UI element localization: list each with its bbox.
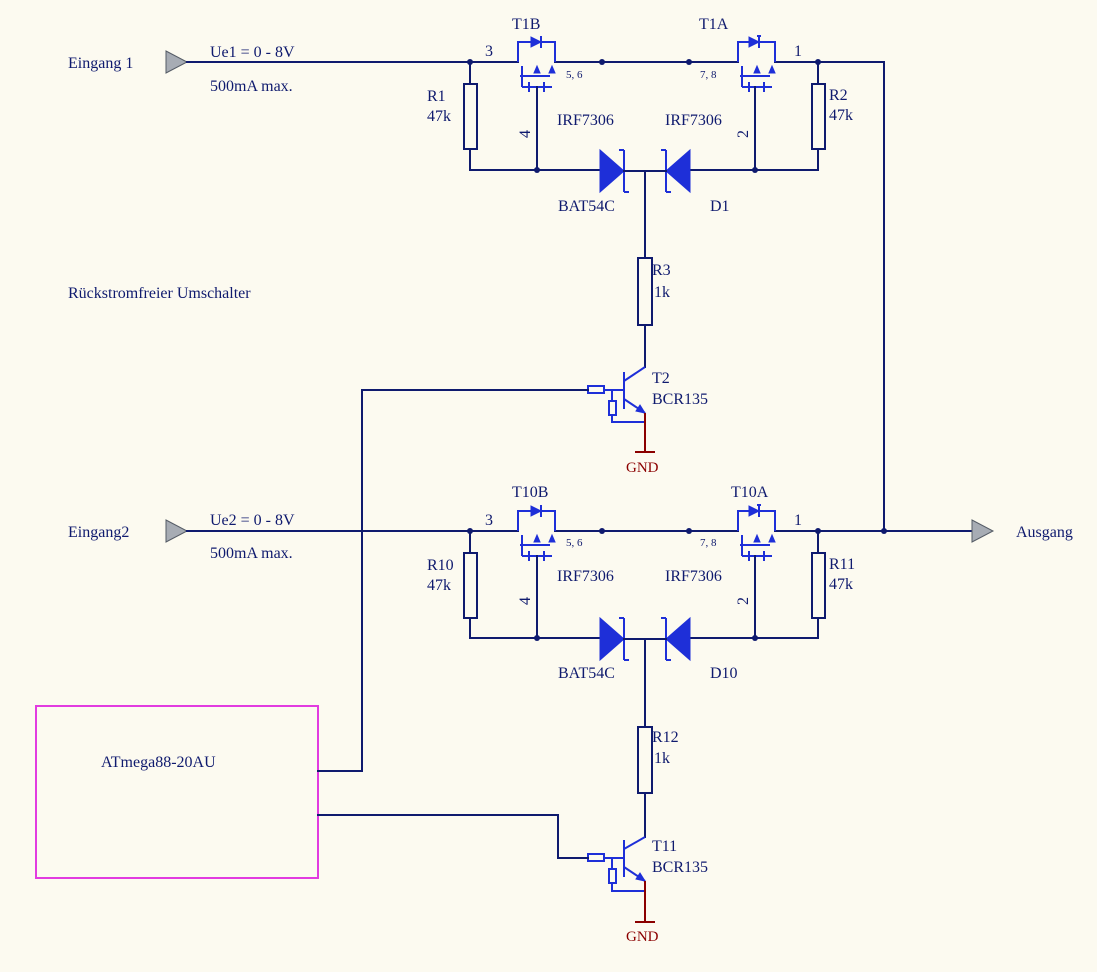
- pin-4-bottom: 4: [517, 597, 534, 605]
- bottom-switch-section: Eingang2 Ue2 = 0 - 8V 500mA max. Ausgang…: [68, 484, 1073, 945]
- mosfet-t10a: [737, 504, 776, 639]
- mcu-to-t2-wire: [317, 389, 589, 772]
- r1-wire: [469, 61, 601, 171]
- pin-78-bottom: 7, 8: [700, 537, 717, 549]
- output-bus-wire: [774, 61, 885, 532]
- gnd-label-top: GND: [626, 460, 659, 476]
- mosfet-t1a: [737, 35, 776, 171]
- t10b-part-label: IRF7306: [557, 568, 614, 585]
- r3-value: 1k: [654, 284, 670, 301]
- pin-3-top: 3: [485, 43, 493, 60]
- r2-label: R2: [829, 87, 848, 104]
- t10a-part-label: IRF7306: [665, 568, 722, 585]
- transistor-t11: [587, 836, 655, 923]
- d1-ref-label: D1: [710, 198, 730, 215]
- mosfet-t10b: [517, 505, 556, 639]
- r11-value: 47k: [829, 576, 853, 593]
- pin-56-top: 5, 6: [566, 69, 583, 81]
- t1b-part-label: IRF7306: [557, 112, 614, 129]
- circuit-title: Rückstromfreier Umschalter: [68, 285, 251, 302]
- r1-label: R1: [427, 88, 446, 105]
- pin-1-bottom: 1: [794, 512, 802, 529]
- r10-wire: [469, 530, 601, 639]
- gnd-label-bottom: GND: [626, 929, 659, 945]
- d10-part-label: BAT54C: [558, 665, 615, 682]
- d1-part-label: BAT54C: [558, 198, 615, 215]
- mcu-label: ATmega88-20AU: [101, 754, 216, 771]
- mosfet-t1b: [517, 36, 556, 171]
- r11-wire: [689, 530, 819, 639]
- t1a-part-label: IRF7306: [665, 112, 722, 129]
- input-port-2-label: Eingang2: [68, 524, 129, 541]
- resistor-r11: [811, 552, 826, 619]
- ue1-note: Ue1 = 0 - 8V: [210, 44, 295, 61]
- t1b-label: T1B: [512, 16, 540, 33]
- current-note-2: 500mA max.: [210, 545, 293, 562]
- current-note-1: 500mA max.: [210, 78, 293, 95]
- r2-wire: [689, 61, 819, 171]
- t11-label: T11: [652, 838, 677, 855]
- mcu-section: ATmega88-20AU: [35, 389, 589, 879]
- resistor-r12: [637, 726, 653, 794]
- pin-1-top: 1: [794, 43, 802, 60]
- mcu-to-t11-wire: [317, 814, 589, 859]
- r3-label: R3: [652, 262, 671, 279]
- d10-ref-label: D10: [710, 665, 738, 682]
- top-switch-section: Eingang 1 Ue1 = 0 - 8V 500mA max. T1B IR…: [68, 16, 885, 532]
- t2-label: T2: [652, 370, 670, 387]
- resistor-r10: [463, 552, 478, 619]
- r10-value: 47k: [427, 577, 451, 594]
- output-port: [971, 519, 995, 543]
- t2-part-label: BCR135: [652, 391, 708, 408]
- pin-2-top: 2: [735, 130, 752, 138]
- pin-56-bottom: 5, 6: [566, 537, 583, 549]
- pin-3-bottom: 3: [485, 512, 493, 529]
- input-port-1-label: Eingang 1: [68, 55, 133, 72]
- r12-label: R12: [652, 729, 679, 746]
- pin-4-top: 4: [517, 130, 534, 138]
- transistor-t2: [587, 366, 655, 453]
- t1a-label: T1A: [699, 16, 729, 33]
- input-port-2: [165, 519, 189, 543]
- resistor-r1: [463, 83, 478, 150]
- t10b-label: T10B: [512, 484, 548, 501]
- pin-2-bottom: 2: [735, 597, 752, 605]
- mcu-box: [35, 705, 319, 879]
- ue2-note: Ue2 = 0 - 8V: [210, 512, 295, 529]
- r1-value: 47k: [427, 108, 451, 125]
- pin-78-top: 7, 8: [700, 69, 717, 81]
- input-port-1: [165, 50, 189, 74]
- r11-label: R11: [829, 556, 855, 573]
- resistor-r2: [811, 83, 826, 150]
- t10a-label: T10A: [731, 484, 769, 501]
- r2-value: 47k: [829, 107, 853, 124]
- r12-value: 1k: [654, 750, 670, 767]
- output-port-label: Ausgang: [1016, 524, 1073, 541]
- r10-label: R10: [427, 557, 454, 574]
- resistor-r3: [637, 257, 653, 326]
- t11-part-label: BCR135: [652, 859, 708, 876]
